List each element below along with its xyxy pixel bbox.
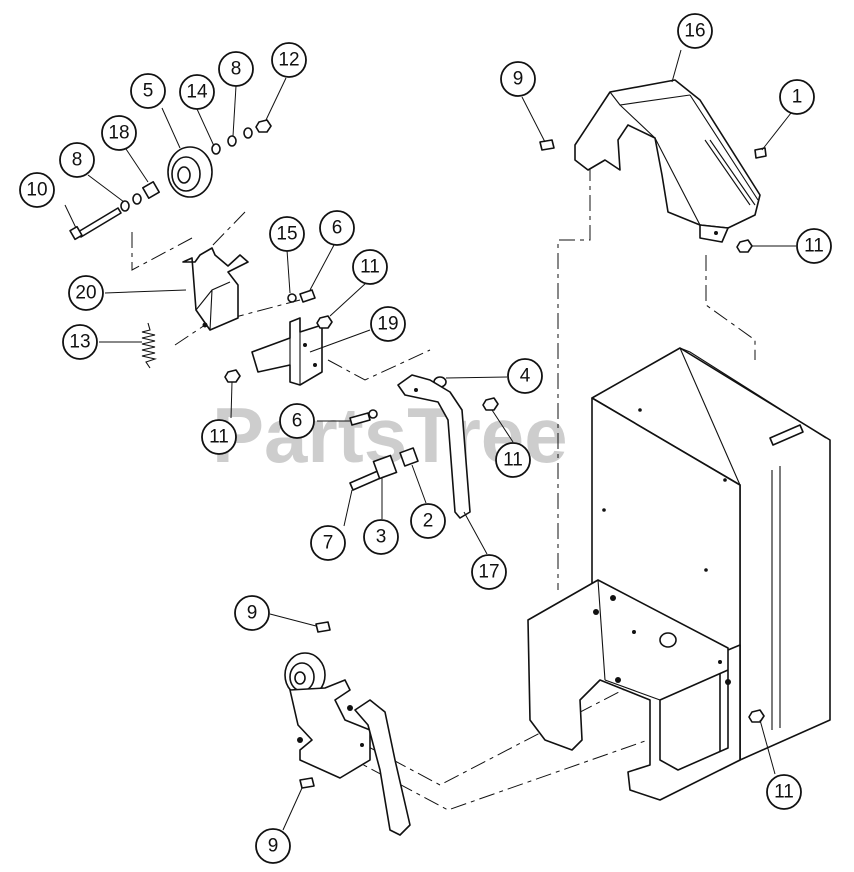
svg-text:6: 6 (332, 218, 343, 239)
callout-6-upper: 6 (319, 210, 355, 246)
svg-text:3: 3 (376, 527, 387, 548)
callout-13: 13 (62, 324, 98, 360)
svg-text:6: 6 (292, 411, 303, 432)
callout-9-top: 9 (500, 61, 536, 97)
callout-19: 19 (370, 306, 406, 342)
svg-text:13: 13 (69, 332, 90, 353)
svg-text:12: 12 (278, 50, 299, 71)
svg-text:11: 11 (774, 782, 794, 803)
svg-text:7: 7 (323, 533, 334, 554)
belt-guard-cover (574, 79, 761, 243)
callout-9-middle: 9 (234, 595, 270, 631)
callout-4: 4 (507, 358, 543, 394)
callout-2: 2 (410, 503, 446, 539)
svg-text:11: 11 (360, 257, 380, 278)
svg-text:9: 9 (268, 836, 279, 857)
svg-text:18: 18 (108, 123, 129, 144)
svg-text:9: 9 (247, 603, 258, 624)
mounting-bracket (251, 317, 323, 386)
callout-11-lever: 11 (495, 442, 531, 478)
svg-text:4: 4 (520, 366, 531, 387)
callout-6-lower: 6 (279, 403, 315, 439)
callout-3: 3 (363, 519, 399, 555)
svg-text:2: 2 (423, 511, 434, 532)
callout-12: 12 (271, 42, 307, 78)
svg-text:5: 5 (143, 81, 154, 102)
svg-text:11: 11 (503, 450, 523, 471)
pulley-washers-and-spacers (120, 119, 272, 212)
svg-text:15: 15 (276, 224, 297, 245)
pulley-bolt (69, 207, 122, 241)
callout-11-base: 11 (766, 774, 802, 810)
svg-text:11: 11 (209, 427, 229, 448)
svg-text:10: 10 (26, 180, 47, 201)
assembled-view (284, 621, 411, 836)
lever-arm (397, 374, 471, 519)
callout-9-bottom: 9 (255, 828, 291, 864)
main-housing (591, 347, 831, 771)
callout-18: 18 (101, 115, 137, 151)
svg-text:1: 1 (792, 87, 803, 108)
svg-text:19: 19 (377, 314, 398, 335)
callout-14: 14 (179, 74, 215, 110)
callout-17: 17 (471, 554, 507, 590)
callout-8-upper: 8 (218, 51, 254, 87)
callout-16: 16 (677, 13, 713, 49)
svg-text:16: 16 (684, 21, 705, 42)
svg-text:11: 11 (804, 236, 824, 257)
extension-spring (141, 322, 158, 369)
leader-lines (64, 49, 796, 831)
callout-20: 20 (68, 275, 104, 311)
svg-text:8: 8 (72, 150, 83, 171)
svg-text:9: 9 (513, 69, 524, 90)
callout-11-guard: 11 (796, 228, 832, 264)
svg-text:17: 17 (478, 562, 499, 583)
svg-text:14: 14 (186, 82, 208, 103)
callout-11-left: 11 (201, 419, 237, 455)
idler-bracket (182, 247, 249, 331)
base-bracket (527, 579, 765, 801)
callout-1: 1 (779, 79, 815, 115)
callout-15: 15 (269, 216, 305, 252)
small-hardware (224, 139, 767, 491)
callout-5: 5 (130, 73, 166, 109)
callout-8-lower: 8 (59, 142, 95, 178)
callout-7: 7 (310, 525, 346, 561)
idler-pulley (167, 146, 213, 198)
callout-10: 10 (19, 172, 55, 208)
svg-text:20: 20 (75, 283, 96, 304)
svg-text:8: 8 (231, 59, 242, 80)
callout-11-bracket: 11 (352, 249, 388, 285)
